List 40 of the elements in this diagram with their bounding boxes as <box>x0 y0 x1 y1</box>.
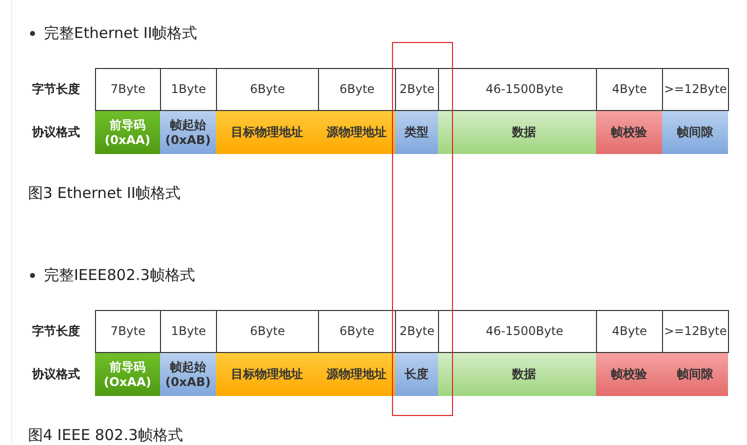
field-cell: 长度 <box>395 353 438 396</box>
byte-length-cell: 6Byte <box>216 310 319 353</box>
field-cell: 帧间隙 <box>662 111 728 154</box>
row-header: 协议格式 <box>31 366 81 383</box>
byte-length-cell: >=12Byte <box>662 68 729 111</box>
byte-length-cell: 46-1500Byte <box>452 310 597 353</box>
byte-length-cell: 1Byte <box>160 310 217 353</box>
field-cell: 前导码 (0xAA) <box>95 111 160 154</box>
byte-length-cell: 2Byte <box>395 310 439 353</box>
field-cell: 帧起始 (0xAB) <box>160 353 216 396</box>
section-heading: 完整IEEE802.3帧格式 <box>44 266 195 285</box>
byte-length-cell: >=12Byte <box>662 310 729 353</box>
row-header: 协议格式 <box>31 124 81 141</box>
byte-length-cell: 7Byte <box>95 310 161 353</box>
field-cell: 源物理地址 <box>318 111 395 154</box>
byte-length-cell: 6Byte <box>318 68 396 111</box>
field-cell: 帧校验 <box>596 353 662 396</box>
figure-caption: 图4 IEEE 802.3帧格式 <box>28 426 183 445</box>
byte-length-cell: 4Byte <box>596 68 663 111</box>
byte-length-cell: 2Byte <box>395 68 439 111</box>
field-cell: 目标物理地址 <box>216 353 318 396</box>
field-cell: 源物理地址 <box>318 353 395 396</box>
byte-length-cell: 6Byte <box>216 68 319 111</box>
field-cell: 数据 <box>452 111 596 154</box>
field-cell: 前导码 (OxAA) <box>95 353 160 396</box>
section-heading: 完整Ethernet II帧格式 <box>44 24 198 43</box>
byte-length-cell: 7Byte <box>95 68 161 111</box>
byte-length-cell: 6Byte <box>318 310 396 353</box>
byte-length-cell: 1Byte <box>160 68 217 111</box>
field-cell: 帧起始 (0xAB) <box>160 111 216 154</box>
field-cell: 目标物理地址 <box>216 111 318 154</box>
field-cell: 数据 <box>452 353 596 396</box>
field-cell: 帧间隙 <box>662 353 728 396</box>
field-cell: 帧校验 <box>596 111 662 154</box>
row-header: 字节长度 <box>31 323 81 340</box>
byte-length-cell: 46-1500Byte <box>452 68 597 111</box>
figure-caption: 图3 Ethernet II帧格式 <box>28 184 181 203</box>
field-cell: 类型 <box>395 111 438 154</box>
row-header: 字节长度 <box>31 81 81 98</box>
byte-length-cell: 4Byte <box>596 310 663 353</box>
